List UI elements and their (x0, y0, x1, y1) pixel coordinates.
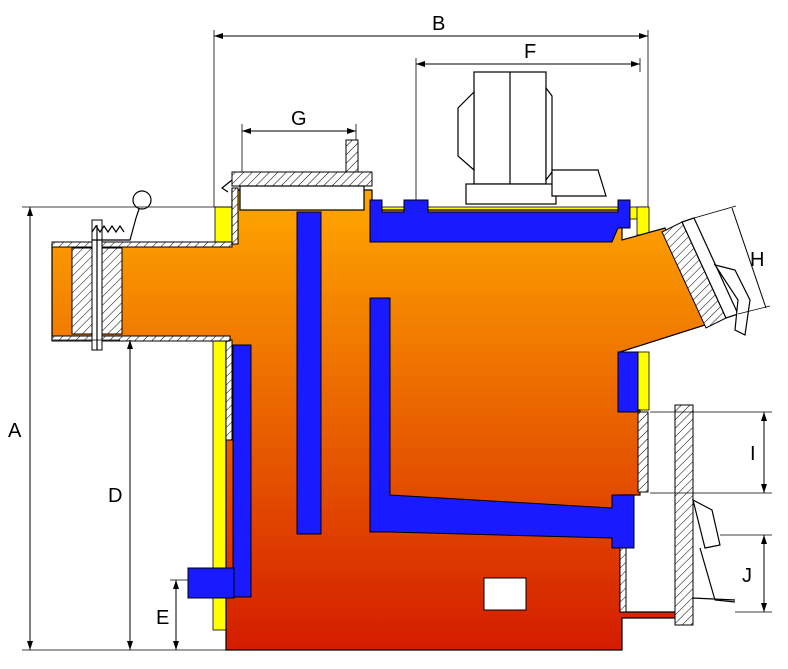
dim-h-line (731, 207, 767, 309)
insulation-right (636, 206, 650, 236)
water-jacket-right (617, 351, 639, 413)
dim-h-ext-bottom (737, 305, 771, 315)
side-door-frame (674, 404, 694, 626)
fan-base (465, 183, 557, 205)
fan-motor-cap (457, 90, 475, 172)
dim-h-label: H (750, 249, 764, 271)
top-door-chimney (345, 139, 359, 173)
ash-window (483, 577, 527, 611)
dim-j-label: J (742, 565, 752, 587)
insulation-right-mid (636, 351, 650, 411)
lower-door-handle (691, 498, 736, 603)
insulation-top-left (214, 206, 234, 246)
dim-b-label: B (432, 13, 445, 35)
water-jacket-top (369, 199, 631, 243)
water-inlet-stub (187, 567, 235, 599)
water-baffle-1 (296, 211, 322, 535)
dim-f-label: F (524, 41, 536, 63)
dim-h-ext-top (693, 205, 737, 219)
shell-left-upper (225, 339, 233, 441)
dim-d-label: D (108, 485, 122, 507)
fan-motor-rear (545, 86, 553, 182)
water-baffle-2 (369, 297, 635, 549)
inclined-door (661, 217, 751, 336)
dim-a-label: A (8, 420, 22, 442)
top-door-frame (239, 185, 365, 211)
dim-j-arrows (761, 535, 767, 612)
burner-lever (92, 205, 141, 241)
dim-i-label: I (750, 443, 756, 465)
top-door-lid (231, 171, 373, 187)
burner-spring (91, 224, 125, 234)
top-door-hinge (220, 179, 233, 193)
dim-e-label: E (156, 607, 169, 629)
side-door-inner (637, 411, 649, 493)
shell-top-left (231, 187, 239, 245)
fan-housing (551, 169, 607, 197)
water-channel-left (232, 344, 252, 598)
shell-neck-bottom (51, 335, 231, 342)
shell-neck-top (51, 241, 233, 248)
dim-i-arrows (761, 412, 767, 493)
dim-g-label: G (291, 108, 307, 130)
burner-knob-icon (132, 190, 152, 210)
